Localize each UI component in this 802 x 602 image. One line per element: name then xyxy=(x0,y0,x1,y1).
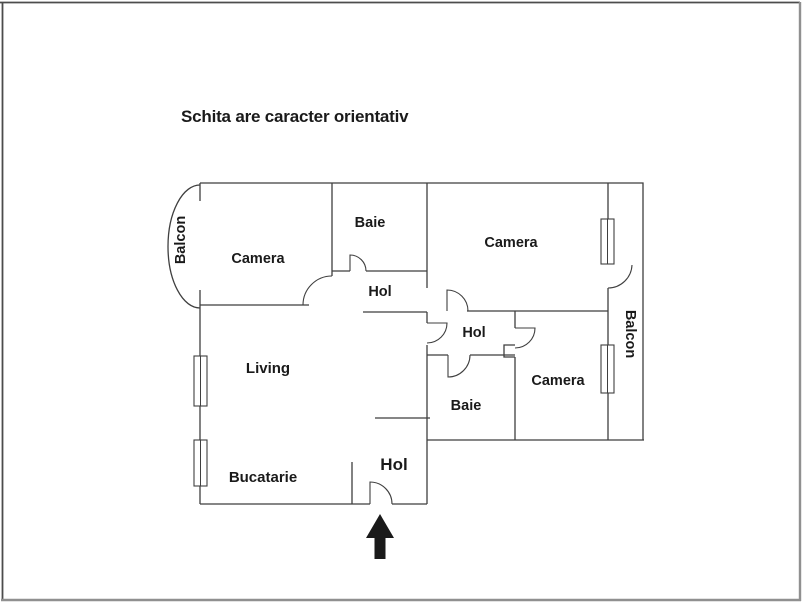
outer-walls xyxy=(199,182,644,505)
room-label-hol-entry: Hol xyxy=(380,455,407,474)
windows xyxy=(193,218,615,487)
room-label-balcon-left: Balcon xyxy=(173,216,189,264)
room-label-baie-top: Baie xyxy=(355,215,386,231)
balcony-left-arc xyxy=(167,184,201,309)
room-label-hol-center: Hol xyxy=(462,325,485,341)
room-label-baie-bottom: Baie xyxy=(451,398,482,414)
room-label-camera-top-right: Camera xyxy=(484,235,538,251)
door-arcs xyxy=(302,254,633,505)
interior-walls xyxy=(200,183,609,504)
room-label-living: Living xyxy=(246,360,290,377)
room-label-balcon-right: Balcon xyxy=(622,310,638,358)
room-label-hol-top: Hol xyxy=(368,284,391,300)
room-label-camera-bottom-right: Camera xyxy=(531,373,585,389)
arrow-up-icon xyxy=(366,514,394,559)
plan-disclaimer-title: Schita are caracter orientativ xyxy=(181,107,409,126)
room-label-bucatarie: Bucatarie xyxy=(229,469,297,486)
room-label-camera-top-left: Camera xyxy=(231,251,285,267)
